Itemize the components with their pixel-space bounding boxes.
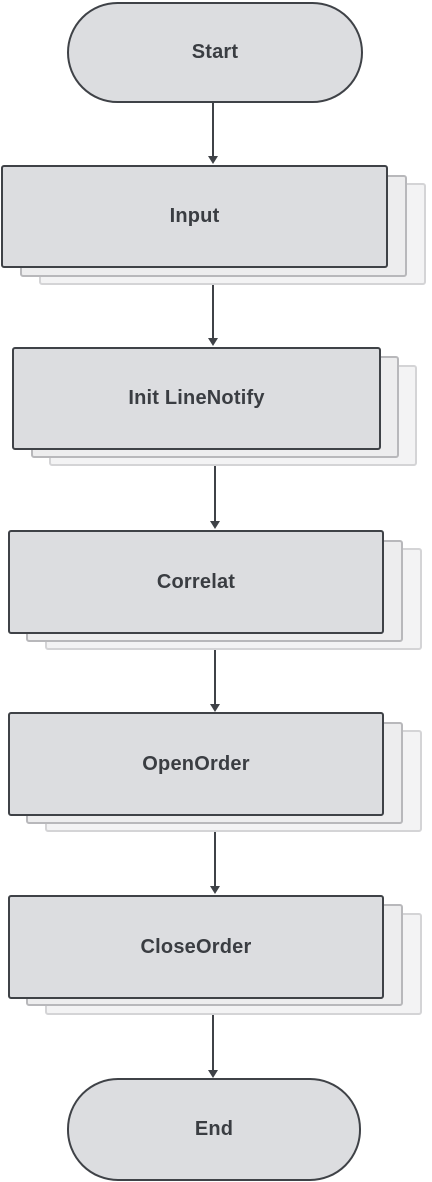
correlat-node: Correlat	[8, 530, 384, 634]
init-linenotify-node: Init LineNotify	[12, 347, 381, 450]
connector-correlat-to-openorder	[214, 650, 216, 704]
openorder-node: OpenOrder	[8, 712, 384, 816]
connector-init-linenotify-to-correlat	[214, 466, 216, 521]
init-linenotify-node-label: Init LineNotify	[128, 387, 265, 409]
arrowhead-start-to-input	[208, 156, 218, 164]
end-node: End	[67, 1078, 361, 1181]
arrowhead-input-to-init-linenotify	[208, 338, 218, 346]
arrowhead-openorder-to-closeorder	[210, 886, 220, 894]
arrowhead-closeorder-to-end	[208, 1070, 218, 1078]
correlat-node-label: Correlat	[156, 570, 236, 593]
connector-closeorder-to-end	[212, 1015, 214, 1070]
closeorder-node-label: CloseOrder	[140, 935, 252, 958]
closeorder-node: CloseOrder	[8, 895, 384, 999]
arrowhead-correlat-to-openorder	[210, 704, 220, 712]
arrowhead-init-linenotify-to-correlat	[210, 521, 220, 529]
start-node-label: Start	[191, 41, 239, 63]
connector-openorder-to-closeorder	[214, 832, 216, 886]
start-node: Start	[67, 2, 363, 103]
connector-start-to-input	[212, 103, 214, 156]
end-node-label: End	[194, 1118, 234, 1140]
connector-input-to-init-linenotify	[212, 285, 214, 338]
input-node: Input	[1, 165, 388, 268]
input-node-label: Input	[169, 205, 220, 227]
openorder-node-label: OpenOrder	[142, 752, 250, 775]
